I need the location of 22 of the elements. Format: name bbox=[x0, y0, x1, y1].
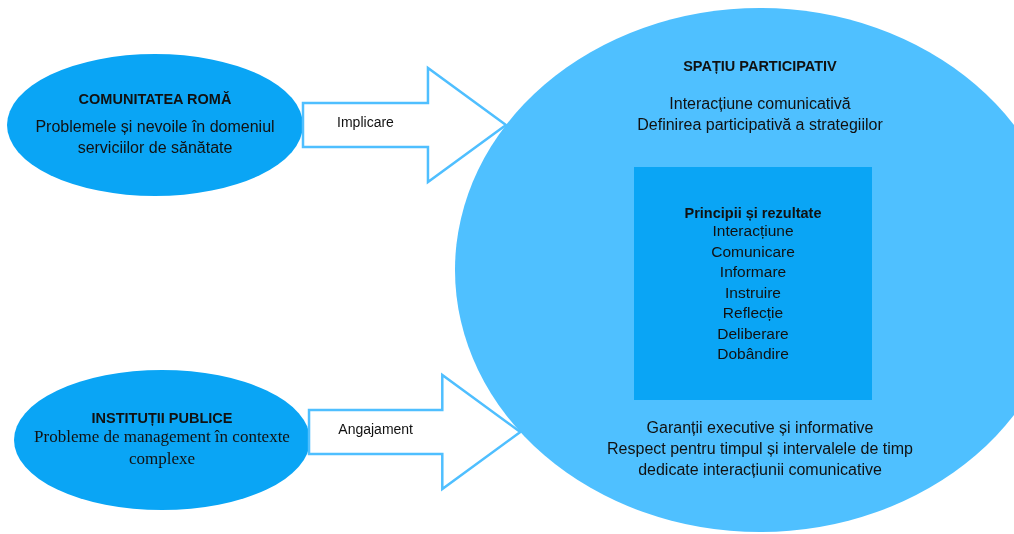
node-text: Respect pentru timpul și intervalele de timp dedicate interacțiunii comunicative bbox=[606, 438, 914, 480]
node-text: Instruire bbox=[725, 282, 781, 303]
edge-label: Angajament bbox=[336, 421, 415, 437]
node-text: Definirea participativă a strategiilor bbox=[637, 114, 883, 135]
node-text: Interacțiune bbox=[712, 221, 794, 241]
node-text: Reflecție bbox=[722, 303, 784, 323]
node-text: Comunicare bbox=[711, 241, 795, 262]
node-text: Deliberare bbox=[717, 323, 789, 344]
block-arrow bbox=[307, 372, 523, 492]
node-text: Informare bbox=[719, 262, 787, 282]
edge-label: Implicare bbox=[335, 114, 396, 130]
node-text: Interacțiune comunicativă bbox=[669, 94, 851, 114]
square-node bbox=[634, 167, 872, 400]
node-text: Problemele și nevoile în domeniul serviciilor de sănătate bbox=[34, 117, 276, 158]
node-text: Garanții executive și informative bbox=[646, 418, 874, 438]
node-text: Dobândire bbox=[717, 344, 789, 364]
block-arrow bbox=[301, 65, 509, 185]
node-heading: INSTITUȚII PUBLICE bbox=[91, 409, 233, 426]
node-heading: COMUNITATEA ROMĂ bbox=[78, 91, 232, 108]
node-text: Probleme de management în contexte complexe bbox=[33, 426, 291, 470]
node-heading: SPAȚIU PARTICIPATIV bbox=[683, 58, 837, 74]
node-heading: Principii și rezultate bbox=[684, 205, 822, 221]
